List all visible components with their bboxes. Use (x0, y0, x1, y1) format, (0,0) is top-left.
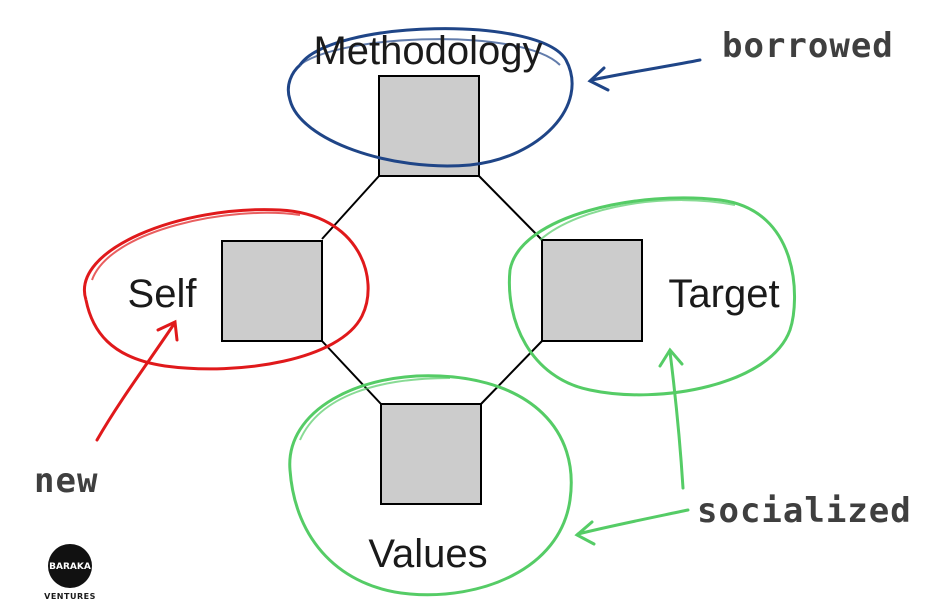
target-label: Target (668, 272, 779, 316)
values-square (380, 403, 482, 505)
target-ellipse (507, 196, 797, 397)
connector-self-values (321, 340, 382, 405)
values-label: Values (368, 532, 487, 576)
socialized-arrow-target (658, 347, 685, 490)
connector-target-values (480, 340, 543, 405)
self-label: Self (128, 272, 198, 316)
new-label: new (34, 461, 98, 501)
methodology-label: Methodology (313, 29, 542, 73)
connector-methodology-target (478, 175, 543, 241)
connector-methodology-self (321, 175, 380, 240)
logo-name: BARAKA (49, 562, 91, 572)
socialized-arrow-values (574, 508, 690, 546)
methodology-ellipse (286, 27, 574, 168)
self-ellipse (82, 208, 370, 371)
values-ellipse (288, 374, 573, 597)
borrowed-arrow (587, 58, 702, 92)
logo-circle (48, 544, 92, 588)
baraka-ventures-logo: BARAKA VENTURES (44, 544, 96, 601)
socialized-label: socialized (697, 491, 912, 531)
new-arrow (95, 319, 179, 442)
borrowed-label: borrowed (722, 26, 894, 66)
logo-sub: VENTURES (44, 592, 96, 601)
self-square (221, 240, 323, 342)
methodology-square (378, 75, 480, 177)
target-square (541, 239, 643, 342)
